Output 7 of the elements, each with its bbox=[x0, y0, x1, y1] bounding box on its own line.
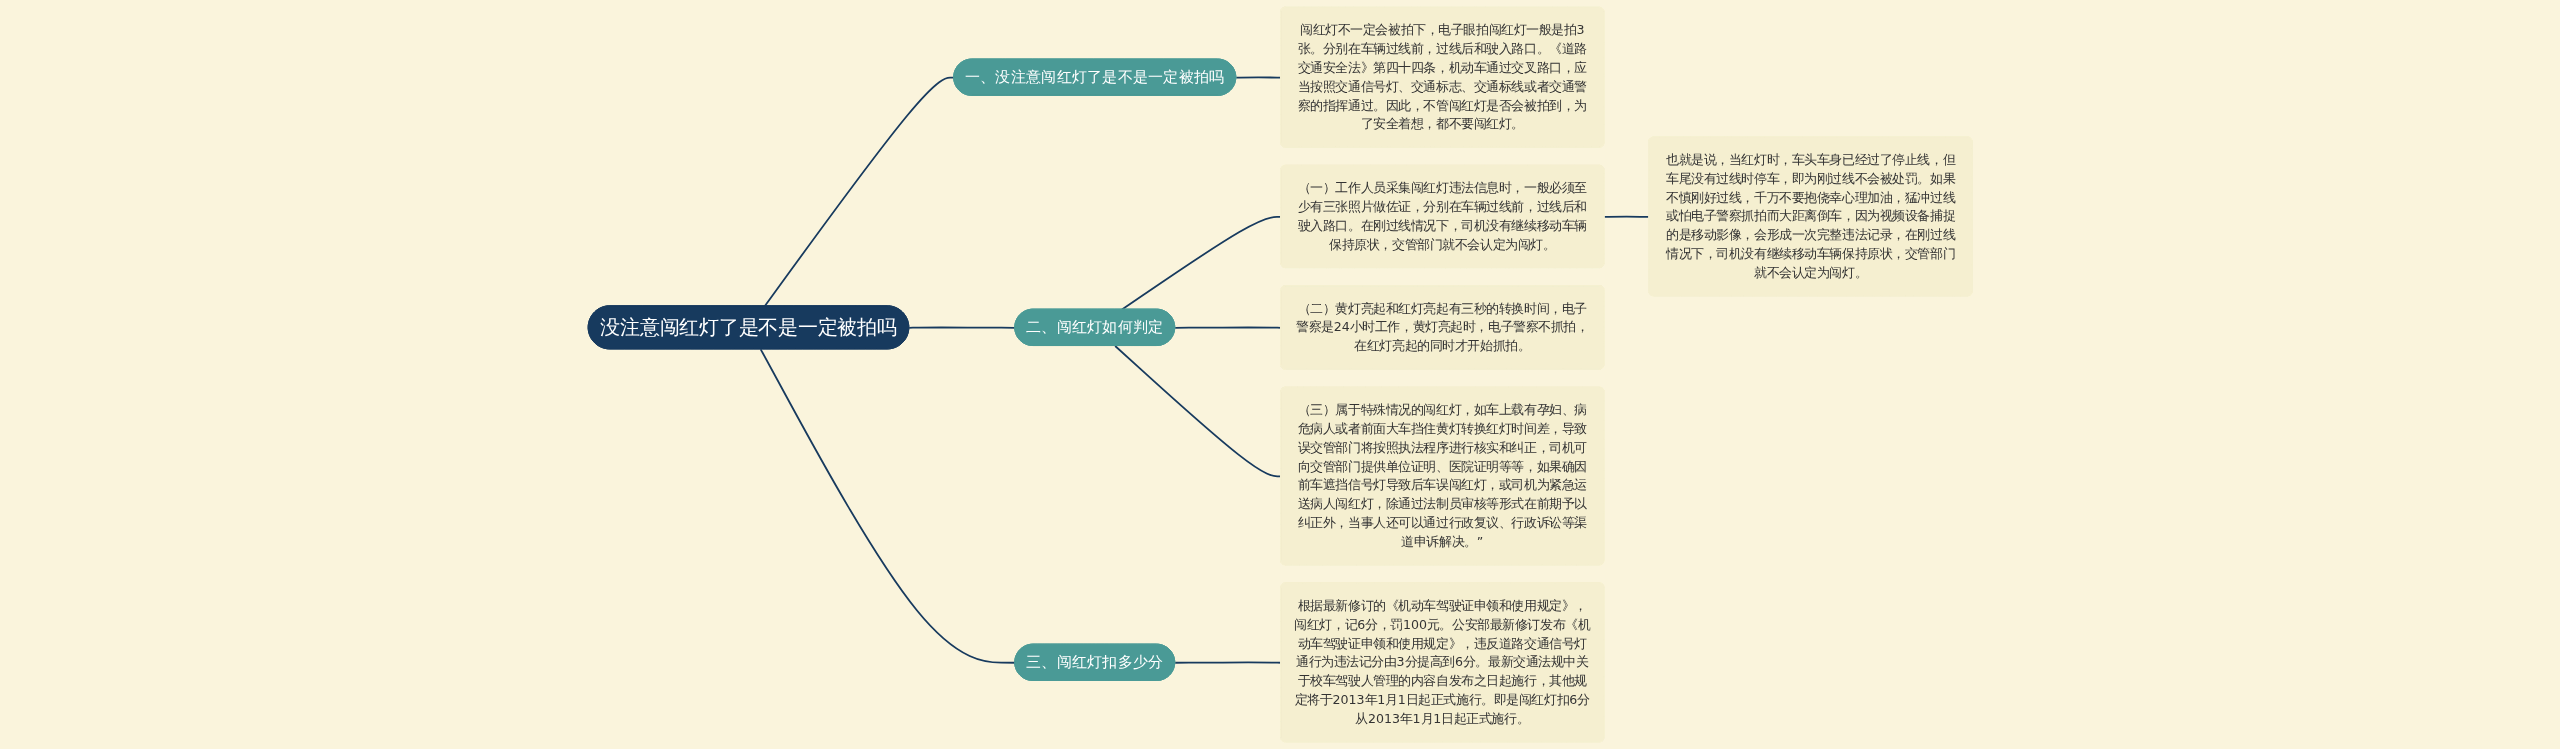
connector bbox=[1174, 661, 1282, 664]
connector bbox=[1174, 326, 1282, 329]
connector bbox=[1120, 215, 1282, 311]
connector bbox=[908, 326, 1016, 329]
connector bbox=[1114, 345, 1282, 478]
connector bbox=[759, 348, 1016, 664]
connector bbox=[1235, 76, 1282, 79]
